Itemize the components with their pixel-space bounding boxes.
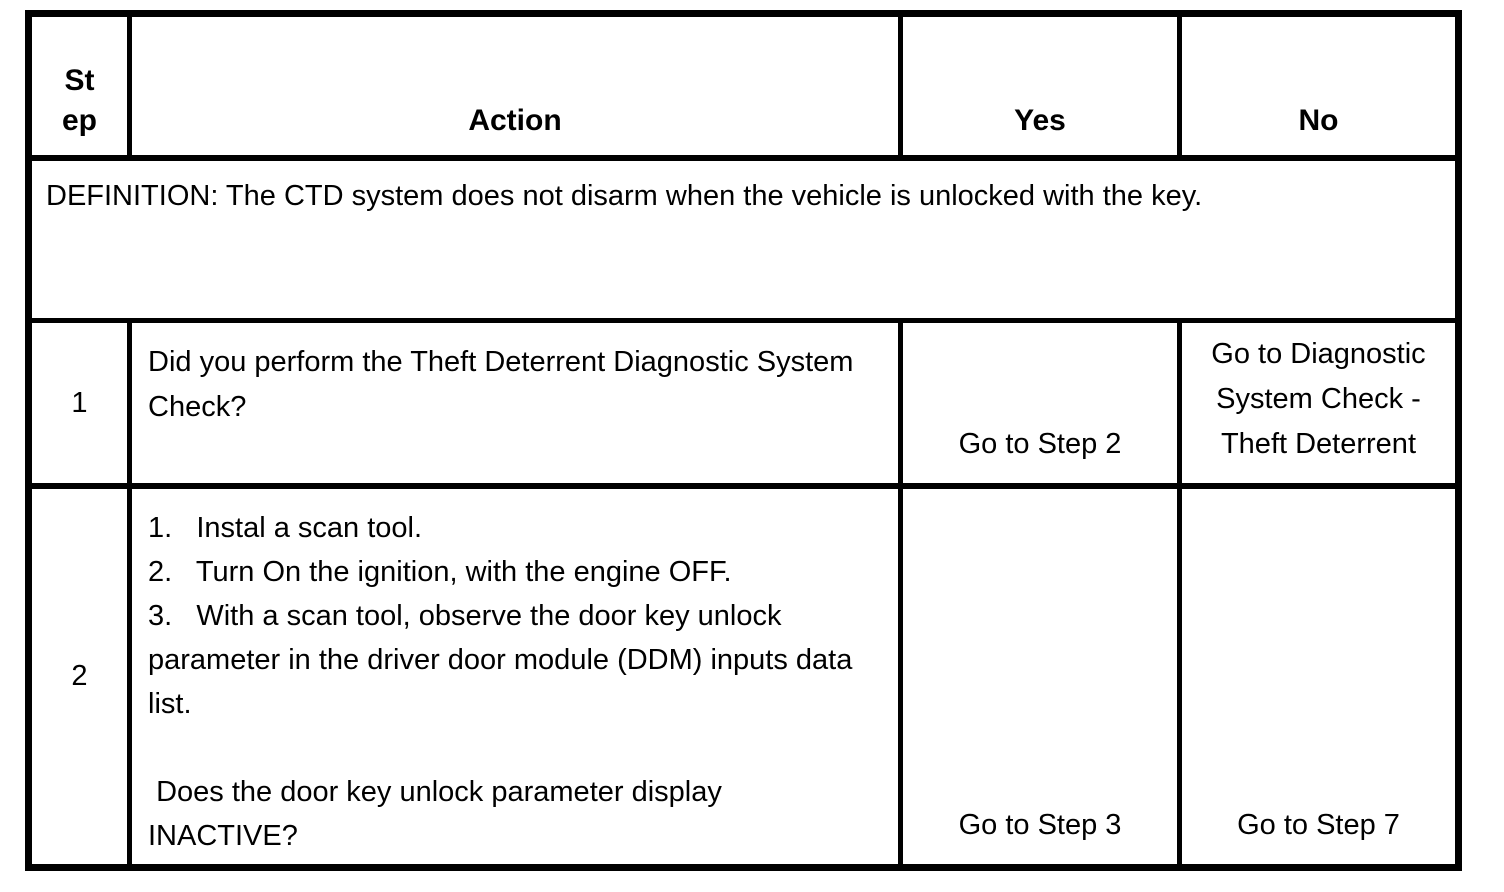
definition-row: DEFINITION: The CTD system does not disa… (32, 161, 1455, 323)
action-cell: 1. Instal a scan tool. 2. Turn On the ig… (132, 489, 903, 864)
header-step-label: St ep (61, 64, 97, 137)
action-cell: Did you perform the Theft Deterrent Diag… (132, 323, 903, 483)
no-cell: Go to Step 7 (1182, 489, 1455, 864)
table-row: 1 Did you perform the Theft Deterrent Di… (32, 323, 1455, 489)
header-cell-yes: Yes (903, 17, 1182, 155)
step-number: 1 (71, 386, 88, 419)
header-yes-label: Yes (1014, 104, 1066, 137)
yes-instruction: Go to Step 2 (958, 428, 1122, 460)
step-number: 2 (71, 660, 88, 692)
header-cell-no: No (1182, 17, 1455, 155)
header-action-label: Action (468, 104, 562, 137)
action-text: 1. Instal a scan tool. 2. Turn On the ig… (148, 512, 853, 852)
no-instruction: Go to Diagnostic System Check - Theft De… (1211, 338, 1426, 460)
table-header-row: St ep Action Yes No (32, 17, 1455, 161)
step-cell: 2 (32, 489, 132, 864)
definition-cell: DEFINITION: The CTD system does not disa… (32, 161, 1455, 318)
step-cell: 1 (32, 323, 132, 483)
table-row: 2 1. Instal a scan tool. 2. Turn On the … (32, 489, 1455, 864)
diagnostic-table: St ep Action Yes No DEFINITION: The CTD … (25, 10, 1462, 871)
yes-cell: Go to Step 3 (903, 489, 1182, 864)
no-instruction: Go to Step 7 (1237, 809, 1400, 841)
yes-instruction: Go to Step 3 (958, 809, 1122, 841)
header-cell-action: Action (132, 17, 903, 155)
definition-text: DEFINITION: The CTD system does not disa… (46, 180, 1203, 212)
yes-cell: Go to Step 2 (903, 323, 1182, 483)
header-cell-step: St ep (32, 17, 132, 155)
action-text: Did you perform the Theft Deterrent Diag… (148, 346, 854, 423)
header-no-label: No (1298, 104, 1339, 137)
no-cell: Go to Diagnostic System Check - Theft De… (1182, 323, 1455, 483)
